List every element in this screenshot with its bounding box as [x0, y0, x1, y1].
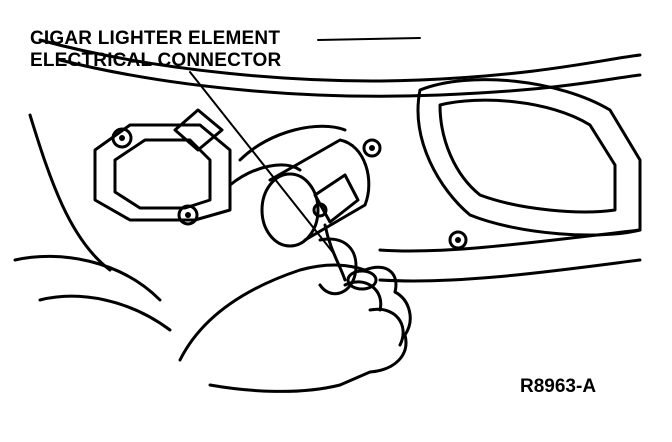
lighter-socket-ring-2: [228, 163, 302, 187]
leader-line: [189, 71, 336, 256]
dashboard-top-edge-inner: [58, 58, 642, 98]
callout-label-line-2: ELECTRICAL CONNECTOR: [30, 50, 282, 71]
bolt-bottom: [177, 204, 199, 226]
callout-label-line-1: CIGAR LIGHTER ELEMENT: [30, 28, 281, 49]
lighter-body: [268, 138, 371, 242]
left-panel-edge: [28, 113, 112, 272]
left-bracket: [93, 123, 232, 222]
figure-code: R8963-A: [520, 376, 597, 397]
lower-arm: [378, 228, 642, 253]
finger-2: [368, 307, 405, 347]
diamond-emblem: [173, 108, 224, 152]
bolt-lower-right: [448, 230, 468, 250]
label-rule: [317, 37, 421, 41]
fingernail: [346, 269, 378, 291]
left-panel-edge-3: [38, 294, 172, 332]
lower-arm-2: [378, 258, 642, 283]
wire: [323, 223, 347, 282]
dashboard-top-edge: [38, 38, 642, 83]
left-panel-edge-2: [13, 254, 162, 302]
lighter-body-end: [260, 172, 320, 248]
terminal-screw: [312, 202, 328, 218]
hand-outline: [178, 263, 412, 393]
thumb: [318, 237, 358, 296]
left-bracket-inner: [113, 138, 212, 210]
lighter-socket-ring: [238, 124, 347, 162]
bolt-right: [362, 138, 382, 158]
right-trim-inner: [438, 98, 617, 214]
bolt-left: [111, 127, 133, 149]
